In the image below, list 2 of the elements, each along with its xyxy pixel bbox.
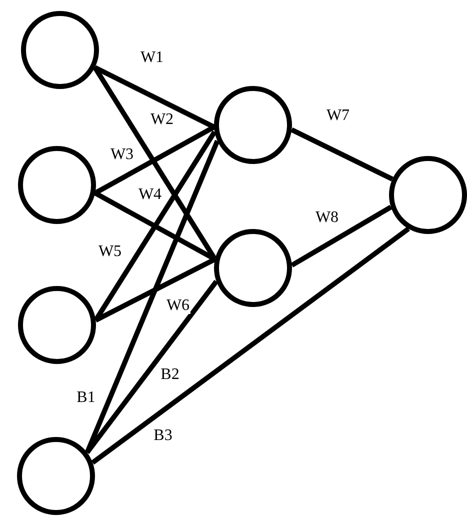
weight-label: W6 (165, 298, 191, 314)
connector-line (94, 257, 216, 322)
